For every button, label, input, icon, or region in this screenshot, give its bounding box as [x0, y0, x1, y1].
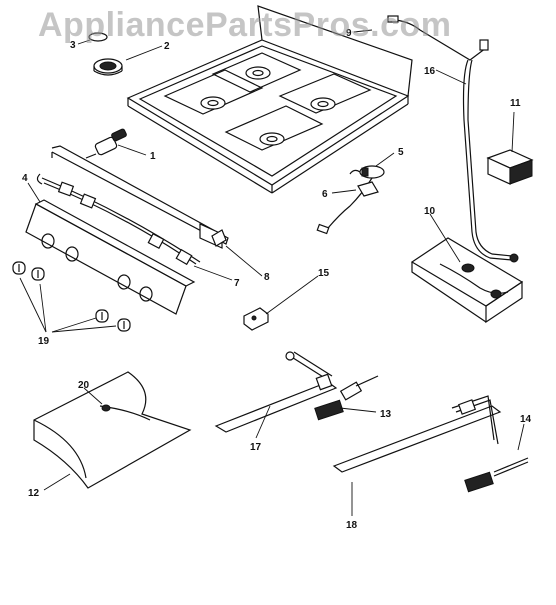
callout-16: 16	[424, 66, 436, 77]
callout-labels: 1 2 3 4 5 6 7 8 9 10 11 12 13 14 15 16 1…	[22, 28, 532, 531]
gas-supply-tube[interactable]	[387, 15, 519, 263]
callout-2: 2	[164, 41, 170, 52]
burner-assembly[interactable]	[410, 237, 524, 324]
control-panel[interactable]	[25, 199, 196, 315]
callout-18: 18	[346, 520, 358, 531]
callout-4: 4	[22, 173, 28, 184]
bake-burner[interactable]	[214, 351, 338, 433]
broil-igniter[interactable]	[464, 457, 529, 493]
control-knobs[interactable]	[12, 261, 131, 332]
cooktop-maintop	[126, 5, 413, 194]
callout-20: 20	[78, 380, 90, 391]
callout-11: 11	[510, 98, 521, 109]
callout-1: 1	[150, 151, 156, 162]
burner-cap[interactable]	[93, 58, 123, 76]
leader-lines	[19, 29, 525, 516]
callout-17: 17	[250, 442, 262, 453]
callout-5: 5	[398, 147, 404, 158]
callout-6: 6	[322, 189, 328, 200]
ignition-switch-harness[interactable]	[36, 173, 201, 266]
callout-8: 8	[264, 272, 270, 283]
mounting-bracket[interactable]	[243, 307, 269, 331]
callout-7: 7	[234, 278, 240, 289]
callout-10: 10	[424, 206, 436, 217]
oven-bottom-panel[interactable]	[33, 371, 192, 489]
broil-burner[interactable]	[332, 395, 502, 473]
callout-19: 19	[38, 336, 50, 347]
callout-12: 12	[28, 488, 40, 499]
callout-9: 9	[346, 28, 352, 39]
callout-14: 14	[520, 414, 532, 425]
gas-valve[interactable]	[85, 128, 127, 159]
manifold-pipe[interactable]	[51, 145, 229, 249]
callout-3: 3	[70, 40, 76, 51]
bake-igniter[interactable]	[314, 375, 379, 421]
spark-module-bracket[interactable]	[357, 181, 379, 197]
burner-ring[interactable]	[88, 32, 108, 42]
spark-module[interactable]	[486, 149, 534, 185]
callout-13: 13	[380, 409, 392, 420]
callout-15: 15	[318, 268, 330, 279]
